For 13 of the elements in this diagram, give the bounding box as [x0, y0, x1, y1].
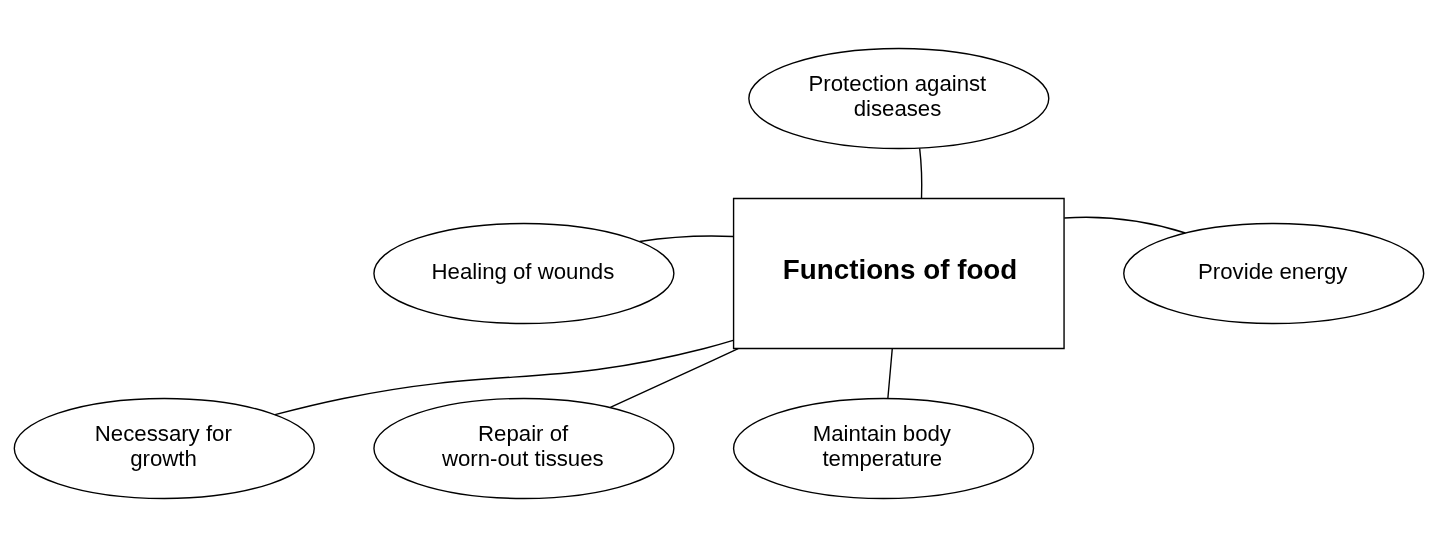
connector	[918, 147, 923, 199]
connector	[1063, 216, 1187, 234]
node-ellipse: Protection against diseases	[748, 47, 1050, 149]
node-ellipse: Repair of worn-out tissues	[373, 397, 675, 499]
connector	[274, 339, 734, 415]
node-ellipse: Provide energy	[1123, 222, 1425, 324]
node-ellipse: Maintain body temperature	[732, 397, 1035, 499]
connector	[609, 347, 739, 408]
connector	[638, 234, 734, 242]
node-box: Functions of food	[732, 197, 1065, 349]
connector	[887, 347, 893, 399]
node-ellipse: Healing of wounds	[373, 222, 675, 324]
node-ellipse: Necessary for growth	[13, 397, 315, 499]
